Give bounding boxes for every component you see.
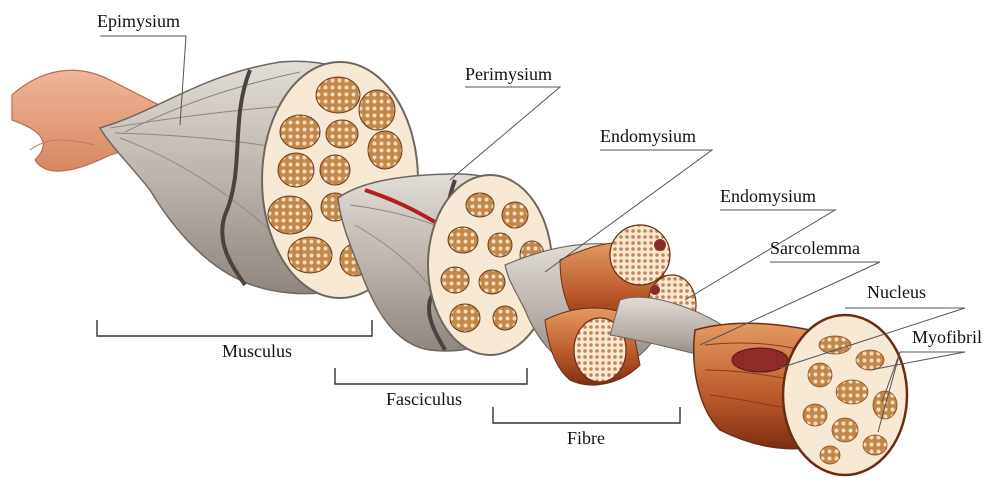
bracket-fasciculus	[335, 368, 527, 384]
label-endomysium-upper: Endomysium	[600, 126, 696, 146]
label-fibre: Fibre	[567, 428, 605, 448]
bracket-fibre	[493, 407, 680, 423]
label-musculus: Musculus	[222, 341, 292, 361]
label-endomysium-lower: Endomysium	[720, 186, 816, 206]
bracket-musculus	[97, 320, 372, 336]
label-nucleus: Nucleus	[867, 282, 926, 302]
label-myofibril: Myofibril	[912, 327, 982, 347]
label-perimysium: Perimysium	[465, 64, 552, 84]
single-fibre	[694, 315, 907, 475]
label-epimysium: Epimysium	[97, 11, 180, 31]
label-sarcolemma: Sarcolemma	[770, 238, 860, 258]
label-fasciculus: Fasciculus	[386, 389, 462, 409]
nucleus-shape	[732, 348, 788, 372]
